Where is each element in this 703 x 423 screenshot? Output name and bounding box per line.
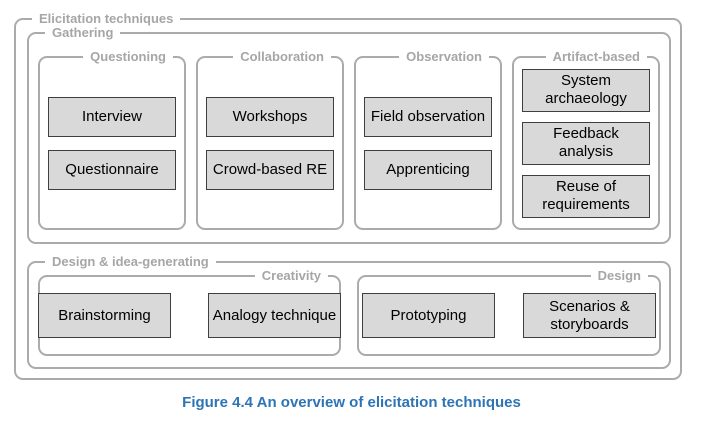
group-creativity: Creativity Brainstorming Analogy techniq… bbox=[38, 268, 341, 356]
group-collaboration: Collaboration Workshops Crowd-based RE bbox=[196, 49, 344, 230]
group-label-collaboration: Collaboration bbox=[233, 49, 331, 65]
technique-field-observation: Field observation bbox=[364, 96, 492, 137]
group-gathering: Gathering Questioning Interview Question… bbox=[27, 25, 671, 244]
group-design: Design Prototyping Scenarios & storyboar… bbox=[357, 268, 661, 356]
group-elicitation-techniques: Elicitation techniques Gathering Questio… bbox=[14, 11, 682, 380]
group-label-design-idea-generating: Design & idea-generating bbox=[45, 254, 216, 270]
technique-scenarios-storyboards: Scenarios & storyboards bbox=[523, 293, 656, 338]
technique-reuse-of-requirements: Reuse of requirements bbox=[522, 174, 650, 218]
technique-feedback-analysis: Feedback analysis bbox=[522, 121, 650, 165]
technique-apprenticing: Apprenticing bbox=[364, 149, 492, 190]
group-label-questioning: Questioning bbox=[83, 49, 173, 65]
group-label-design: Design bbox=[590, 268, 648, 284]
technique-analogy-technique: Analogy technique bbox=[208, 293, 341, 338]
group-artifact-based: Artifact-based System archaeology Feedba… bbox=[512, 49, 660, 230]
group-label-creativity: Creativity bbox=[254, 268, 328, 284]
technique-workshops: Workshops bbox=[206, 96, 334, 137]
technique-brainstorming: Brainstorming bbox=[38, 293, 171, 338]
technique-questionnaire: Questionnaire bbox=[48, 149, 176, 190]
group-label-artifact-based: Artifact-based bbox=[545, 49, 647, 65]
technique-prototyping: Prototyping bbox=[362, 293, 495, 338]
technique-crowd-based-re: Crowd-based RE bbox=[206, 149, 334, 190]
technique-system-archaeology: System archaeology bbox=[522, 68, 650, 112]
group-label-gathering: Gathering bbox=[45, 25, 121, 41]
technique-interview: Interview bbox=[48, 96, 176, 137]
figure-caption: Figure 4.4 An overview of elicitation te… bbox=[182, 394, 521, 411]
group-observation: Observation Field observation Apprentici… bbox=[354, 49, 502, 230]
group-label-elicitation-techniques: Elicitation techniques bbox=[32, 11, 181, 27]
group-questioning: Questioning Interview Questionnaire bbox=[38, 49, 186, 230]
group-label-observation: Observation bbox=[399, 49, 489, 65]
group-design-idea-generating: Design & idea-generating Creativity Brai… bbox=[27, 254, 671, 369]
